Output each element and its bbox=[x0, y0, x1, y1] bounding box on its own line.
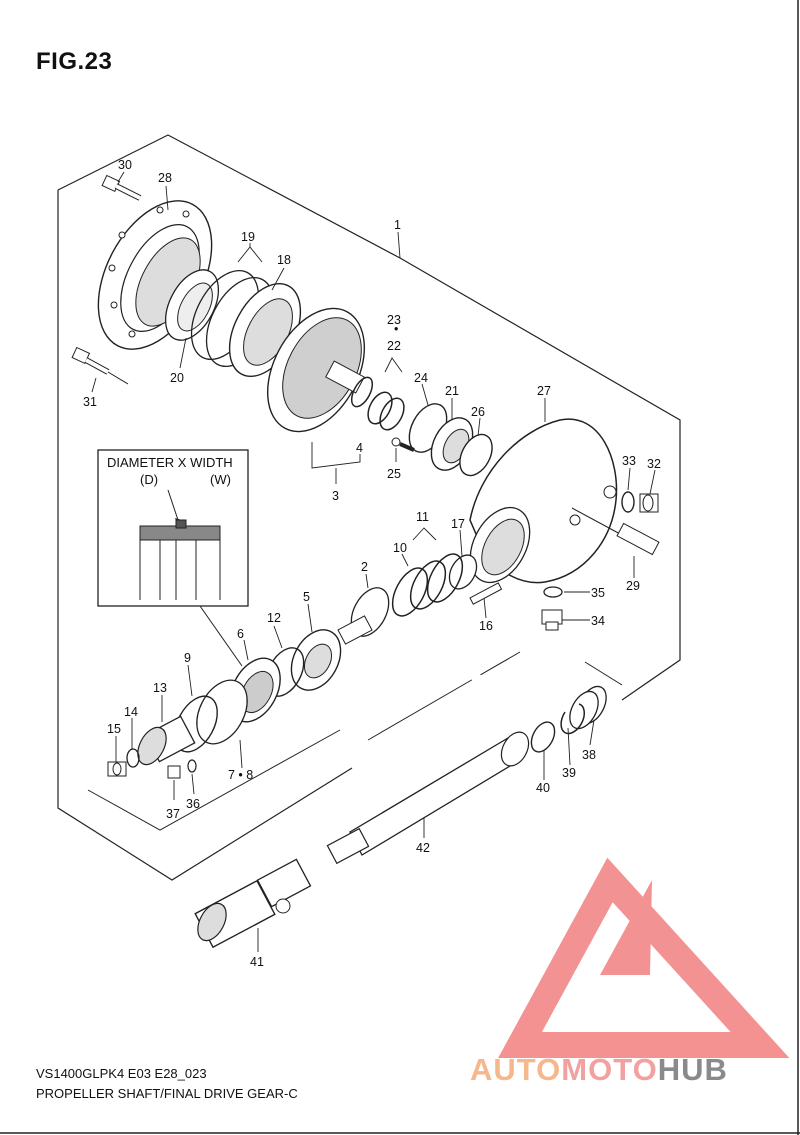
watermark-logo-icon bbox=[498, 857, 790, 1058]
callout-20: 20 bbox=[170, 371, 184, 385]
callout-12: 12 bbox=[267, 611, 281, 625]
callout-32: 32 bbox=[647, 457, 661, 471]
callout-3: 3 bbox=[332, 489, 339, 503]
universal-joint-41 bbox=[194, 858, 312, 949]
callout-18: 18 bbox=[277, 253, 291, 267]
watermark-part-hub: HUB bbox=[657, 1052, 728, 1087]
plug-34 bbox=[541, 609, 563, 631]
ring-4 bbox=[350, 376, 374, 408]
seal-26 bbox=[459, 433, 493, 477]
ring-40 bbox=[530, 721, 556, 753]
detail-label-d: (D) bbox=[140, 472, 158, 487]
callout-28: 28 bbox=[158, 171, 172, 185]
callout-40: 40 bbox=[536, 781, 550, 795]
callout-24: 24 bbox=[414, 371, 428, 385]
bearing-5 bbox=[290, 629, 342, 691]
washer-36 bbox=[187, 759, 197, 773]
callout-37: 37 bbox=[166, 807, 180, 821]
callout-13: 13 bbox=[153, 681, 167, 695]
propshaft-outline-right bbox=[584, 661, 623, 686]
callout-14: 14 bbox=[124, 705, 138, 719]
callout-33: 33 bbox=[622, 454, 636, 468]
callout-23-dot: • bbox=[394, 322, 398, 336]
callout-1: 1 bbox=[394, 218, 401, 232]
leader-lines bbox=[91, 171, 656, 952]
callout-31: 31 bbox=[83, 395, 97, 409]
washer-33 bbox=[621, 491, 635, 513]
bolt-25 bbox=[391, 437, 415, 452]
bearing-17 bbox=[448, 554, 478, 590]
pinion-gear-2 bbox=[337, 587, 390, 645]
housing-27 bbox=[469, 418, 618, 584]
callout-11: 11 bbox=[416, 510, 429, 524]
callout-23: 23 bbox=[387, 313, 401, 327]
callout-10: 10 bbox=[393, 541, 407, 555]
callout-39: 39 bbox=[562, 766, 576, 780]
detail-label-w: (W) bbox=[210, 472, 231, 487]
callout-27: 27 bbox=[537, 384, 551, 398]
assembly-outline bbox=[57, 134, 681, 701]
detail-box: DIAMETER X WIDTH (D) (W) bbox=[97, 449, 249, 607]
callout-25: 25 bbox=[387, 467, 401, 481]
callout-7-8: 7 • 8 bbox=[228, 768, 253, 782]
propshaft-outline bbox=[87, 729, 341, 831]
washer-14 bbox=[126, 748, 140, 768]
boot-38 bbox=[569, 685, 607, 730]
callout-30: 30 bbox=[118, 158, 132, 172]
stud-16 bbox=[469, 582, 503, 605]
callout-5: 5 bbox=[303, 590, 310, 604]
callout-9: 9 bbox=[184, 651, 191, 665]
callout-4: 4 bbox=[356, 441, 363, 455]
ring-gear-3 bbox=[266, 307, 366, 433]
callout-6: 6 bbox=[237, 627, 244, 641]
section-title: PROPELLER SHAFT/FINAL DRIVE GEAR-C bbox=[36, 1086, 298, 1101]
callout-41: 41 bbox=[250, 955, 264, 969]
washer-35 bbox=[543, 586, 563, 598]
callout-21: 21 bbox=[445, 384, 459, 398]
coupling-13 bbox=[137, 715, 196, 766]
nut-15 bbox=[107, 761, 127, 777]
bolt-31 bbox=[71, 346, 129, 385]
detail-heading: DIAMETER X WIDTH bbox=[107, 455, 233, 470]
callout-17: 17 bbox=[451, 517, 465, 531]
callout-38: 38 bbox=[582, 748, 596, 762]
callout-35: 35 bbox=[591, 586, 605, 600]
callout-36: 36 bbox=[186, 797, 200, 811]
shims-22 bbox=[367, 391, 405, 431]
watermark-part-auto: AUTO bbox=[470, 1052, 562, 1087]
callout-16: 16 bbox=[479, 619, 493, 633]
shims-10-11 bbox=[391, 553, 464, 617]
callout-26: 26 bbox=[471, 405, 485, 419]
callout-19: 19 bbox=[241, 230, 255, 244]
watermark-part-moto: MOTO bbox=[561, 1052, 658, 1087]
callout-29: 29 bbox=[626, 579, 640, 593]
nut-37 bbox=[167, 765, 181, 779]
figure-title: FIG.23 bbox=[36, 48, 113, 75]
callout-22: 22 bbox=[387, 339, 401, 353]
callout-15: 15 bbox=[107, 722, 121, 736]
model-code: VS1400GLPK4 E03 E28_023 bbox=[36, 1066, 207, 1081]
callout-34: 34 bbox=[591, 614, 605, 628]
breather-29 bbox=[571, 507, 660, 556]
circlip-39 bbox=[560, 703, 586, 735]
propshaft-guide bbox=[367, 651, 521, 741]
o-ring-9 bbox=[174, 695, 218, 753]
propeller-shaft-42 bbox=[326, 731, 530, 865]
plug-32 bbox=[639, 493, 659, 513]
watermark-text: AUTOMOTOHUB bbox=[470, 1052, 728, 1088]
callout-2: 2 bbox=[361, 560, 368, 574]
detail-leader bbox=[199, 605, 243, 667]
callout-42: 42 bbox=[416, 841, 430, 855]
bolt-30 bbox=[101, 174, 142, 201]
assembly-outline-left bbox=[57, 190, 353, 881]
